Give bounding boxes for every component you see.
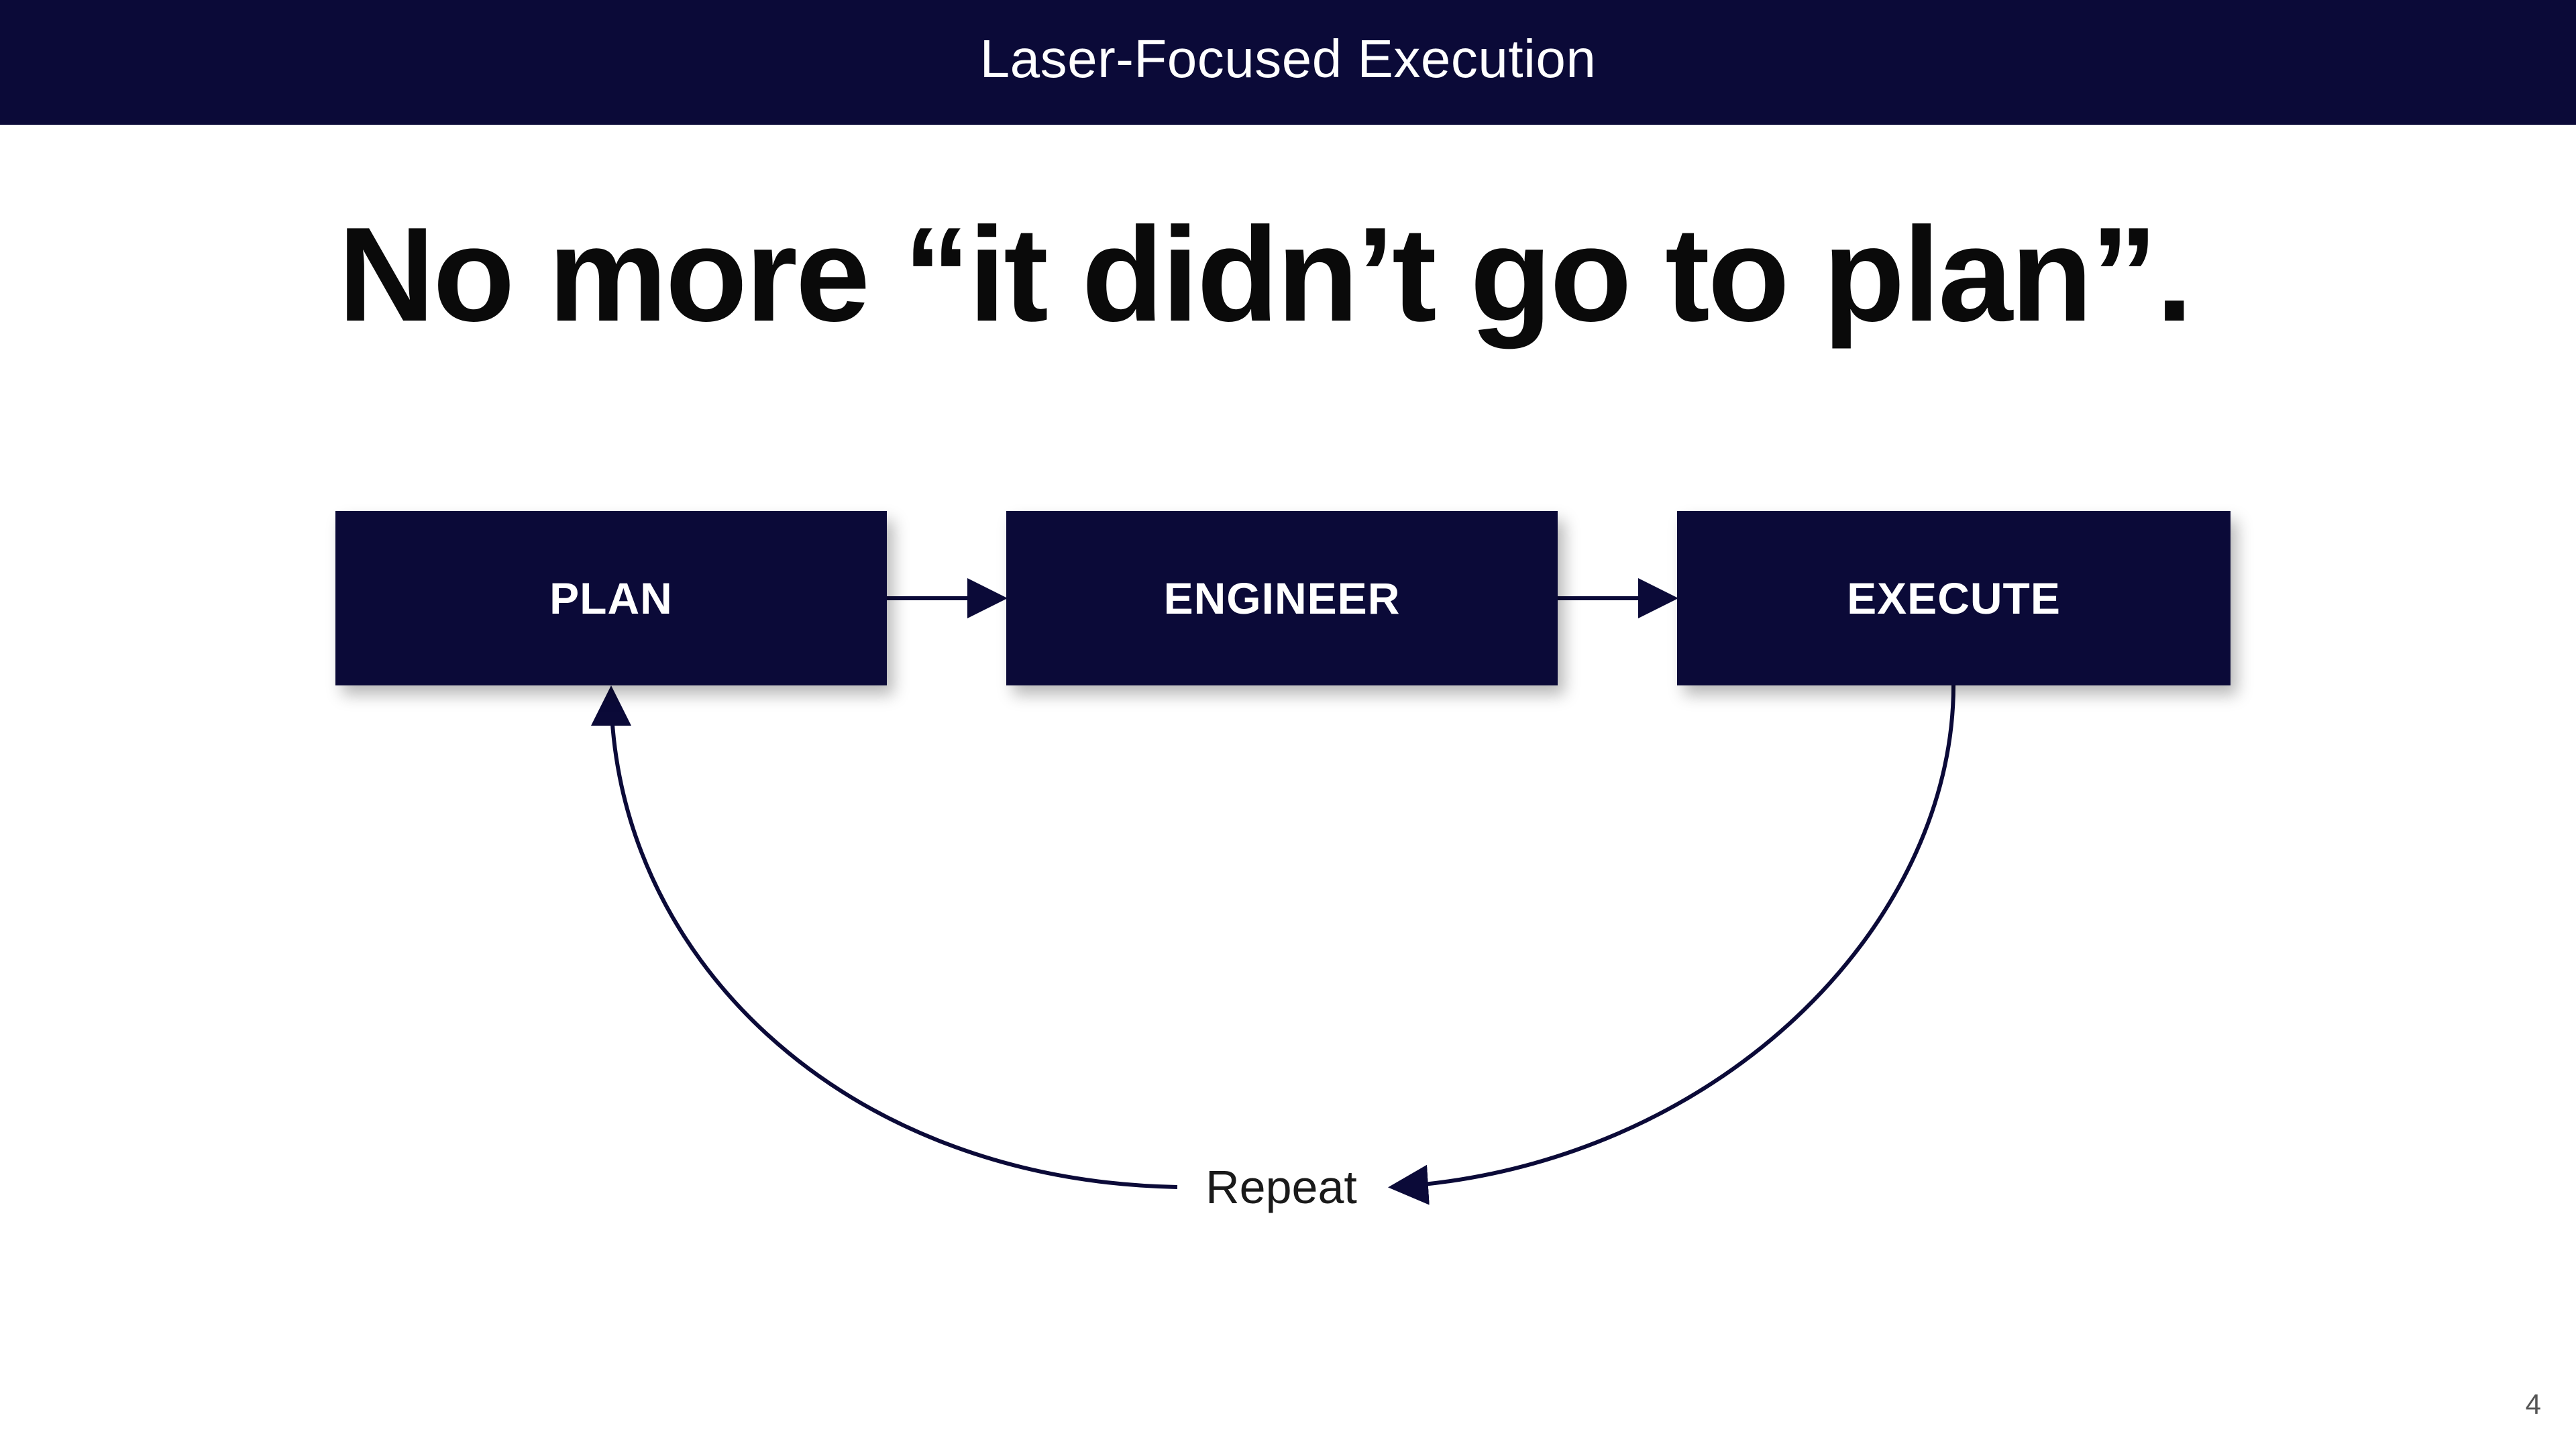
- step-engineer-label: ENGINEER: [1163, 573, 1401, 623]
- step-execute-box: EXECUTE: [1677, 511, 2231, 685]
- step-execute-label: EXECUTE: [1847, 573, 2061, 623]
- slide-headline: No more “it didn’t go to plan”.: [337, 200, 2193, 349]
- step-engineer-box: ENGINEER: [1006, 511, 1558, 685]
- step-plan-box: PLAN: [335, 511, 887, 685]
- header-title: Laser-Focused Execution: [979, 29, 1597, 89]
- repeat-label: Repeat: [1205, 1161, 1357, 1213]
- page-number: 4: [2525, 1388, 2541, 1420]
- step-plan-label: PLAN: [549, 573, 673, 623]
- header-bar: Laser-Focused Execution: [0, 0, 2576, 125]
- arrow-execute-to-repeat: [1388, 685, 1955, 1205]
- arrow-repeat-to-plan: [591, 685, 1178, 1189]
